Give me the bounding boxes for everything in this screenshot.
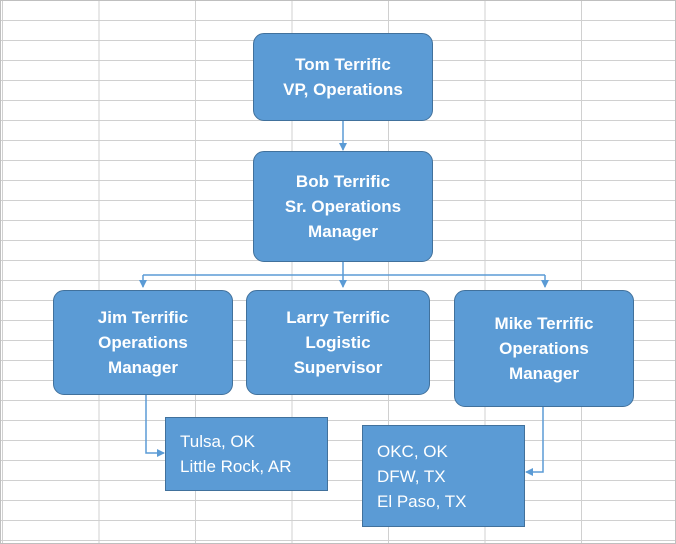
connector-jim-locations (145, 395, 165, 457)
node-name: Larry Terrific (286, 308, 390, 327)
node-title-line1: Logistic (305, 333, 371, 352)
node-title-line2: Manager (308, 222, 378, 241)
location-item: DFW, TX (377, 466, 446, 486)
location-item: OKC, OK (377, 441, 448, 461)
node-larry-terrific[interactable]: Larry Terrific Logistic Supervisor (246, 290, 430, 395)
node-title-line2: Manager (108, 358, 178, 377)
connector-mike-locations (525, 407, 544, 476)
node-name: Tom Terrific (295, 55, 391, 74)
location-item: Little Rock, AR (180, 457, 292, 476)
node-mike-terrific[interactable]: Mike Terrific Operations Manager (454, 290, 634, 407)
jim-locations-box[interactable]: Tulsa, OK Little Rock, AR (165, 417, 328, 491)
node-name: Mike Terrific (494, 314, 594, 333)
location-item: Tulsa, OK (180, 432, 255, 451)
node-title: VP, Operations (283, 80, 403, 99)
node-title-line1: Operations (499, 339, 589, 358)
mike-locations-box[interactable]: OKC, OK DFW, TX El Paso, TX (362, 425, 525, 527)
node-title-line2: Supervisor (293, 358, 383, 377)
node-title-line1: Sr. Operations (284, 197, 402, 216)
node-bob-terrific[interactable]: Bob Terrific Sr. Operations Manager (253, 151, 433, 262)
node-name: Jim Terrific (97, 308, 189, 327)
node-tom-terrific[interactable]: Tom Terrific VP, Operations (253, 33, 433, 121)
node-name: Bob Terrific (295, 172, 391, 191)
node-jim-terrific[interactable]: Jim Terrific Operations Manager (53, 290, 233, 395)
location-item: El Paso, TX (377, 491, 467, 511)
node-title-line1: Operations (98, 333, 188, 352)
node-title-line2: Manager (509, 364, 579, 383)
